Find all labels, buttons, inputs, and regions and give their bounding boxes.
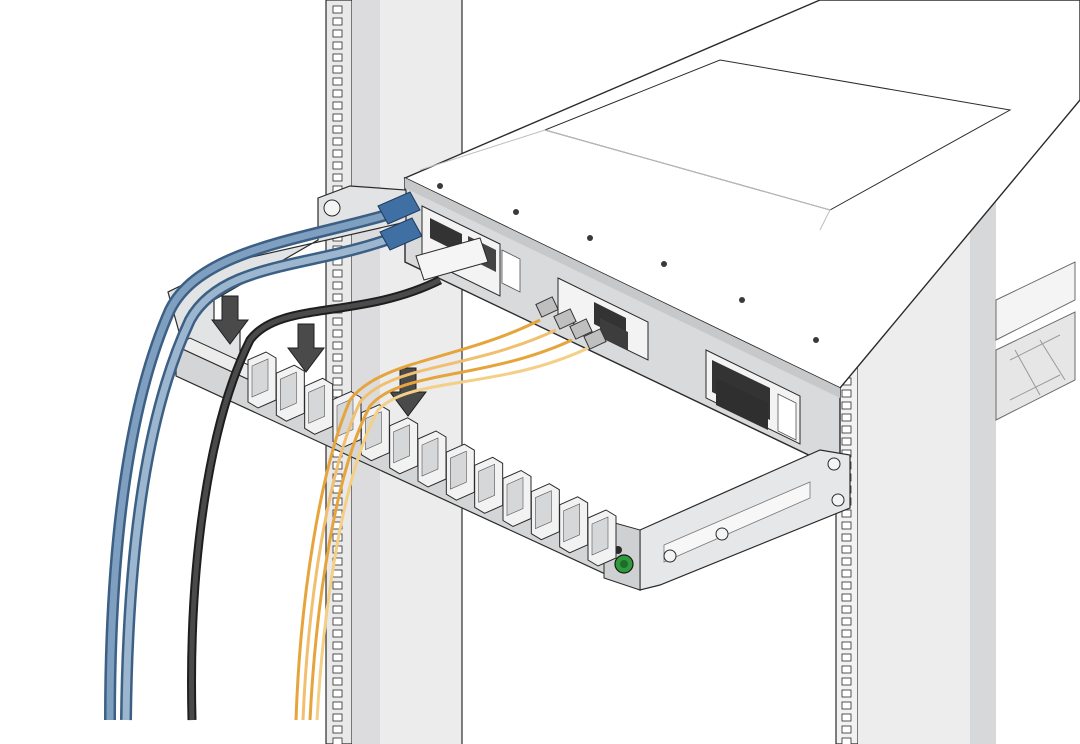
rail-hole [332,569,343,578]
rail-hole [841,401,852,410]
cable-clip-slot [421,437,439,477]
rail-hole [332,149,343,158]
rail-hole [332,617,343,626]
rail-hole [332,5,343,14]
rail-hole [332,581,343,590]
rail-hole [841,677,852,686]
chassis-screw [813,337,819,343]
rail-hole [332,713,343,722]
rail-hole [332,593,343,602]
fiber-connectors [535,296,607,350]
rail-hole [332,725,343,734]
rail-hole [332,41,343,50]
rail-hole [841,701,852,710]
chassis-screw [513,209,519,215]
down-arrow-icon [211,295,249,345]
cable-clip-slot [450,450,467,490]
rail-hole [332,89,343,98]
rail-hole [332,689,343,698]
rail-hole [332,125,343,134]
rail-hole [332,173,343,182]
cable-clip-slot [308,384,325,424]
rail-hole [332,701,343,710]
rail-hole [841,545,852,554]
rail-hole [841,437,852,446]
rail-hole [841,569,852,578]
chassis-screws [437,183,819,343]
rail-hole [841,425,852,434]
chassis-screw [437,183,443,189]
rail-hole [332,101,343,110]
chassis-screw [661,261,667,267]
rail-hole [841,617,852,626]
thumbscrew-icon [614,554,634,574]
cable-clip-slot [280,371,297,411]
rail-hole [332,161,343,170]
rail-hole [332,137,343,146]
rail-hole [332,53,343,62]
orange-fiber-cables [294,296,607,721]
rail-hole [332,665,343,674]
rail-hole [332,293,343,302]
rail-hole [332,29,343,38]
rail-mounting-holes [332,5,343,744]
rail-hole [332,377,343,386]
cable-clip-slot [563,503,580,543]
cable-clip-slot [535,490,552,530]
rail-hole [841,665,852,674]
rail-hole [841,653,852,662]
rail-hole [841,641,852,650]
rail-hole [841,413,852,422]
black-cable [187,237,489,721]
rail-hole [841,521,852,530]
rail-hole [841,713,852,722]
rail-hole [332,341,343,350]
rail-hole [841,389,852,398]
rail-hole [332,473,343,482]
rail-hole [332,281,343,290]
cable-clip-slot [251,358,269,398]
cable-clip-slot [478,463,495,503]
port-block-right [705,349,801,445]
chassis-screw [739,297,745,303]
rail-hole [841,605,852,614]
rail-hole [332,113,343,122]
port-block-middle [557,277,649,361]
rj45-connectors [377,191,423,251]
rail-hole [332,677,343,686]
cable-clip-slot [393,424,410,464]
rail-hole [332,65,343,74]
rail-hole [841,557,852,566]
rear-rail-brace [995,261,1076,421]
rail-hole [332,653,343,662]
rail-hole [332,269,343,278]
rail-hole [841,629,852,638]
rail-hole [841,725,852,734]
cable-clip-slot [591,516,609,556]
rail-hole [332,629,343,638]
rail-hole [332,737,343,744]
rail-hole [841,533,852,542]
rail-hole [841,689,852,698]
cable-clip-slot [506,477,524,516]
rail-hole [841,737,852,744]
rail-hole [332,329,343,338]
chassis-screw [587,235,593,241]
down-arrow-icon [287,323,325,373]
rail-hole [332,605,343,614]
rail-hole [332,17,343,26]
rail-hole [332,77,343,86]
rail-hole [332,641,343,650]
rail-hole [332,353,343,362]
rail-hole [841,581,852,590]
rail-hole [332,365,343,374]
cable-clips [247,351,617,567]
blue-ethernet-cables [104,191,423,721]
rail-hole [841,593,852,602]
rail-hole [332,317,343,326]
